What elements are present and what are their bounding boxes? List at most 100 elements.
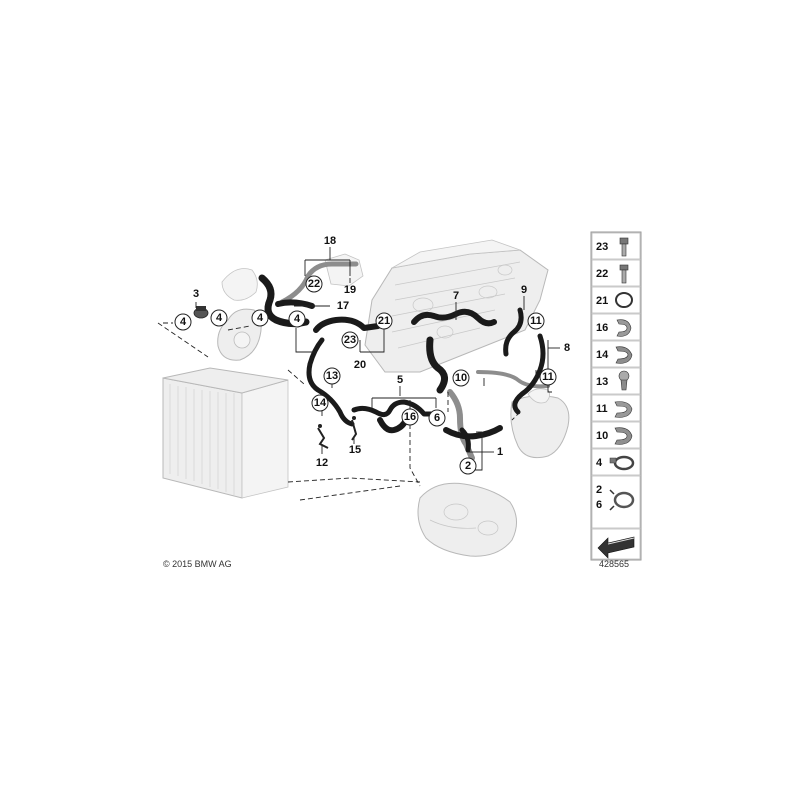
svg-text:8: 8	[564, 342, 570, 354]
svg-text:4: 4	[216, 312, 223, 324]
legend-item-21: 21	[591, 286, 641, 314]
coolant-pipe-lower	[447, 389, 475, 461]
svg-text:4: 4	[180, 316, 187, 328]
legend-item-2-6: 2 6	[591, 475, 641, 529]
seal-ring-icon	[615, 292, 633, 308]
hose-clip-icon	[614, 427, 633, 445]
coolant-pipe-upper	[279, 261, 359, 305]
svg-text:11: 11	[596, 403, 608, 415]
callout-9: 9	[521, 284, 527, 296]
legend-item-13: 13	[591, 367, 641, 395]
callout-2: 2	[459, 457, 477, 475]
callout-8: 8	[564, 342, 570, 354]
callout-1: 1	[497, 446, 503, 458]
legend-item-23: 23	[591, 232, 641, 260]
svg-text:2: 2	[465, 460, 471, 472]
turbocharger-assembly	[417, 482, 517, 557]
callout-7: 7	[453, 290, 459, 302]
svg-text:22: 22	[308, 278, 320, 290]
callout-17: 17	[337, 300, 349, 312]
svg-text:10: 10	[455, 372, 467, 384]
callout-13: 13	[323, 367, 341, 385]
legend-item-4: 4	[591, 448, 641, 476]
svg-text:7: 7	[453, 290, 459, 302]
callout-19: 19	[344, 284, 356, 296]
callout-14: 14	[311, 394, 329, 412]
hose-clip-icon	[616, 319, 632, 337]
sensor-part	[193, 306, 209, 319]
svg-text:19: 19	[344, 284, 356, 296]
callout-4-pump-right: 4	[251, 309, 269, 327]
front-direction-arrow-icon	[597, 536, 635, 559]
legend-item-16: 16	[591, 313, 641, 341]
callout-11-lower: 11	[539, 368, 557, 386]
svg-text:16: 16	[596, 322, 608, 334]
expansion-tank	[510, 388, 570, 459]
water-pump-housing	[217, 268, 262, 361]
svg-text:11: 11	[542, 371, 554, 383]
legend-footer	[591, 528, 641, 560]
radiator	[162, 367, 289, 499]
callout-11-upper: 11	[527, 312, 545, 330]
svg-text:3: 3	[193, 288, 199, 300]
coolant-pipe-right	[476, 370, 550, 389]
svg-text:13: 13	[596, 376, 608, 388]
callout-22: 22	[305, 275, 323, 293]
spring-clamp-icon	[609, 489, 635, 511]
legend-item-11: 11	[591, 394, 641, 422]
legend-item-22: 22	[591, 259, 641, 287]
svg-text:6: 6	[596, 499, 602, 511]
expanding-rivet-icon	[618, 370, 630, 391]
callout-4-hose: 4	[288, 310, 306, 328]
callout-4-left: 4	[174, 313, 192, 331]
callout-18: 18	[324, 235, 336, 247]
callout-16: 16	[401, 408, 419, 426]
svg-text:10: 10	[596, 430, 608, 442]
svg-text:18: 18	[324, 235, 336, 247]
callout-21: 21	[375, 312, 393, 330]
svg-text:20: 20	[354, 359, 366, 371]
svg-text:21: 21	[596, 295, 608, 307]
callout-10: 10	[452, 369, 470, 387]
hose-clamp-icon	[609, 455, 635, 471]
legend-item-10: 10	[591, 421, 641, 449]
bolt-icon	[619, 237, 629, 257]
svg-text:4: 4	[257, 312, 264, 324]
engine-block	[364, 239, 549, 373]
bolt-icon	[619, 264, 629, 284]
svg-text:23: 23	[596, 241, 608, 253]
svg-text:2: 2	[596, 484, 602, 496]
svg-text:14: 14	[314, 397, 327, 409]
svg-text:22: 22	[596, 268, 608, 280]
svg-text:14: 14	[596, 349, 609, 361]
callout-23: 23	[341, 331, 359, 349]
callout-3: 3	[193, 288, 199, 300]
callout-12: 12	[316, 457, 328, 469]
dashed-reference-lines	[157, 322, 521, 501]
hose-clip-icon	[614, 401, 633, 418]
svg-text:4: 4	[596, 457, 603, 469]
thermostat-housing	[324, 253, 364, 287]
bracket-12	[317, 424, 329, 449]
svg-text:4: 4	[294, 313, 301, 325]
callout-4-pump-left: 4	[210, 309, 228, 327]
svg-text:12: 12	[316, 457, 328, 469]
svg-text:13: 13	[326, 370, 338, 382]
callout-5: 5	[397, 374, 403, 386]
svg-text:6: 6	[434, 412, 440, 424]
svg-text:9: 9	[521, 284, 527, 296]
svg-text:17: 17	[337, 300, 349, 312]
parts-legend: 23 22 21 16 14	[590, 231, 642, 561]
callout-20: 20	[354, 359, 366, 371]
svg-text:23: 23	[344, 334, 356, 346]
copyright-text: © 2015 BMW AG	[163, 559, 232, 569]
svg-text:1: 1	[497, 446, 503, 458]
coolant-hoses	[258, 274, 546, 453]
svg-text:21: 21	[378, 315, 390, 327]
svg-text:11: 11	[530, 315, 542, 327]
svg-text:16: 16	[404, 411, 416, 423]
bracket-15	[351, 416, 358, 441]
svg-text:15: 15	[349, 444, 361, 456]
diagram-number: 428565	[599, 559, 629, 569]
